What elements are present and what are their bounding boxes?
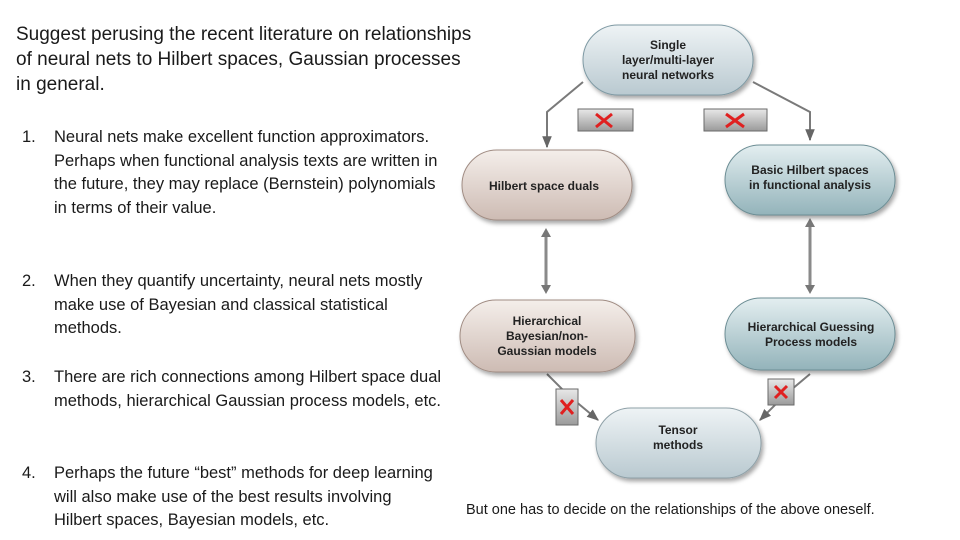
list-item: 4. Perhaps the future “best” methods for… [22,462,442,533]
svg-text:Hierarchical Guessing: Hierarchical Guessing [748,320,875,334]
svg-text:Single: Single [650,38,686,52]
svg-text:Bayesian/non-: Bayesian/non- [506,329,588,343]
svg-text:methods: methods [653,438,703,452]
svg-text:Hierarchical: Hierarchical [513,314,582,328]
list-item-text: Neural nets make excellent function appr… [54,128,438,217]
list-item-text: When they quantify uncertainty, neural n… [54,272,423,337]
list-item-number: 4. [22,464,36,482]
intro-text: Suggest perusing the recent literature o… [16,24,472,95]
svg-text:in functional analysis: in functional analysis [749,178,871,192]
blocked-arrow-top-right [703,108,768,132]
connector-top-left [542,81,584,149]
svg-text:neural networks: neural networks [622,68,714,82]
blocked-arrow-bottom-left [555,388,579,426]
connector-left-vertical [541,228,551,294]
node-hierarchical-bayesian: Hierarchical Bayesian/non- Gaussian mode… [459,299,636,373]
list-item-number: 3. [22,368,36,386]
svg-text:layer/multi-layer: layer/multi-layer [622,53,714,67]
x-mark-icon [773,384,789,400]
node-hierarchical-guessing: Hierarchical Guessing Process models [724,297,896,371]
node-tensor-methods: Tensor methods [595,407,762,479]
svg-text:Hilbert space duals: Hilbert space duals [489,179,599,193]
x-mark-icon [595,112,613,129]
list-item-number: 1. [22,128,36,146]
blocked-arrow-top-left [577,108,634,132]
blocked-arrow-bottom-right [767,378,795,406]
node-neural-networks: Single layer/multi-layer neural networks [582,24,754,96]
x-mark-icon [725,112,745,129]
list-item-text: There are rich connections among Hilbert… [54,368,442,410]
node-hilbert-space-duals: Hilbert space duals [461,149,633,221]
svg-text:Process models: Process models [765,335,857,349]
list-item: 2. When they quantify uncertainty, neura… [22,270,442,341]
list-item-number: 2. [22,272,36,290]
connector-right-vertical [805,218,815,294]
list-item: 1. Neural nets make excellent function a… [22,126,442,220]
list-item: 3. There are rich connections among Hilb… [22,366,442,413]
svg-text:Gaussian models: Gaussian models [497,344,597,358]
x-mark-icon [559,399,575,415]
connector-top-right [752,81,815,142]
node-basic-hilbert-spaces: Basic Hilbert spaces in functional analy… [724,144,896,216]
svg-text:Basic Hilbert spaces: Basic Hilbert spaces [751,163,869,177]
list-item-text: Perhaps the future “best” methods for de… [54,464,433,529]
svg-text:Tensor: Tensor [658,423,697,437]
diagram-caption: But one has to decide on the relationshi… [466,502,875,518]
